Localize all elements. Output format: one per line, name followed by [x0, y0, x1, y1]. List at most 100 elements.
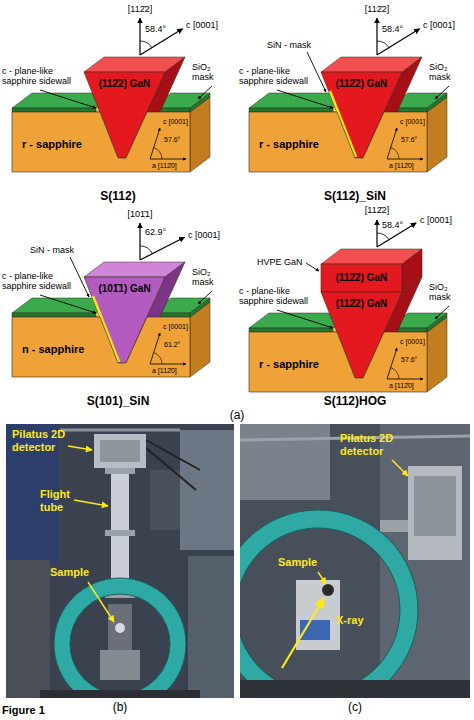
leader-line	[392, 460, 408, 476]
axis-label: a [112̄0]	[152, 162, 177, 170]
detector-body	[408, 466, 462, 560]
photo-label: Flight tube	[40, 488, 80, 513]
part-label: (b)	[113, 701, 128, 715]
angle-label: 57.6°	[401, 356, 417, 364]
shape-face	[321, 264, 402, 292]
mask-side	[190, 298, 210, 317]
leader-line	[198, 86, 212, 99]
node-text: (112̄2) GaN	[336, 272, 388, 284]
angle-label: 57.6°	[164, 136, 180, 144]
goniometer-ring	[240, 510, 418, 698]
photo-c	[240, 424, 470, 698]
axis-arrow	[387, 159, 423, 160]
axis-arrow	[387, 379, 423, 380]
equipment-panel	[150, 470, 180, 530]
axis-arrow	[150, 128, 160, 159]
shape-face	[12, 112, 190, 172]
axis-label: c [0001]	[186, 20, 218, 30]
layer-label: HVPE GaN	[257, 257, 303, 267]
sample-stage	[108, 604, 132, 652]
photo-label: Pilatus 2D detector	[12, 428, 78, 453]
axis-arrow	[150, 159, 186, 160]
node-text: r - sapphire	[22, 138, 82, 151]
photo-ground	[6, 424, 234, 698]
leader-line	[277, 90, 333, 108]
axis-label: [112̄2]	[365, 205, 389, 215]
cable	[146, 448, 196, 490]
node-text: n - sapphire	[22, 343, 84, 356]
axis-arrow	[387, 348, 397, 379]
mask-front	[249, 108, 333, 112]
mask-front	[249, 328, 333, 332]
axis-arrow	[150, 333, 160, 364]
axis-arrow	[150, 364, 186, 365]
sidewall-label: c - plane-like sapphire sidewall	[239, 66, 317, 87]
goniometer-ring	[54, 578, 186, 698]
leader-line	[74, 500, 108, 506]
beam-arrow	[282, 598, 324, 668]
sample	[115, 623, 125, 633]
mask-label: SiO₂ mask	[192, 62, 224, 83]
node-text: r - sapphire	[259, 138, 319, 151]
axis-label: c [0001]	[163, 323, 188, 331]
equipment-panel	[6, 560, 50, 698]
photo-ground	[240, 424, 470, 698]
panel-label: S(112)HOG	[324, 395, 387, 409]
shape-face	[12, 317, 190, 377]
axis-arrow	[140, 237, 185, 260]
angle-arc	[140, 41, 152, 48]
leader-line	[306, 263, 319, 271]
sidewall-label: c - plane-like sapphire sidewall	[2, 66, 80, 87]
axis-arrow	[376, 18, 377, 55]
angle-label: 58.4°	[382, 220, 403, 230]
photo-label: Sample	[50, 566, 89, 579]
detector-arm	[380, 520, 410, 532]
axis-label: c [0001]	[423, 20, 455, 30]
tube-flange	[105, 468, 135, 474]
sample-stage	[100, 650, 140, 680]
mask-label: SiN - mask	[267, 40, 311, 50]
angle-arc	[377, 233, 389, 240]
angle-arc	[391, 148, 399, 159]
axis-label: a [112̄0]	[152, 367, 177, 375]
panel-drawing	[12, 223, 212, 377]
leader-line	[40, 295, 96, 313]
photo-label: Pilatus 2D detector	[340, 432, 420, 457]
leader-line	[318, 572, 326, 584]
equipment-panel	[180, 430, 234, 550]
node-text: (112̄2) GaN	[99, 78, 151, 90]
angle-arc	[377, 41, 389, 48]
floor	[240, 680, 470, 698]
axis-arrow	[139, 223, 140, 260]
sidewall-label: c - plane-like sapphire sidewall	[2, 271, 80, 292]
sidewall-label: c - plane-like sapphire sidewall	[239, 286, 317, 307]
axis-arrow	[376, 220, 377, 247]
axis-label: c [0001]	[400, 338, 425, 346]
mask-label: SiN - mask	[30, 245, 74, 255]
detector-face	[414, 476, 456, 536]
node-text: r - sapphire	[259, 358, 319, 371]
wall	[240, 424, 330, 500]
photo-label: Sample	[278, 556, 317, 569]
photo-b	[6, 424, 234, 698]
axis-arrow	[387, 128, 397, 159]
panel-drawing	[12, 18, 212, 172]
angle-arc	[154, 353, 162, 364]
mask-label: SiO₂ mask	[429, 62, 461, 83]
structure-drawing	[249, 249, 447, 392]
mask-side	[427, 313, 447, 332]
leader-line	[277, 310, 333, 328]
angle-label: 57.6°	[401, 136, 417, 144]
leader-line	[88, 582, 114, 622]
part-label: (c)	[348, 701, 362, 715]
shape-face	[249, 112, 427, 172]
pipe	[60, 429, 180, 432]
leader-line	[198, 291, 212, 304]
axis-label: c [0001]	[188, 230, 220, 240]
equipment-panel	[188, 556, 234, 698]
figure-caption: Figure 1	[2, 704, 45, 716]
leader-line	[435, 86, 449, 99]
mask-label: SiO₂ mask	[192, 267, 224, 288]
axis-arrow	[139, 18, 140, 55]
angle-label: 58.4°	[145, 24, 166, 34]
